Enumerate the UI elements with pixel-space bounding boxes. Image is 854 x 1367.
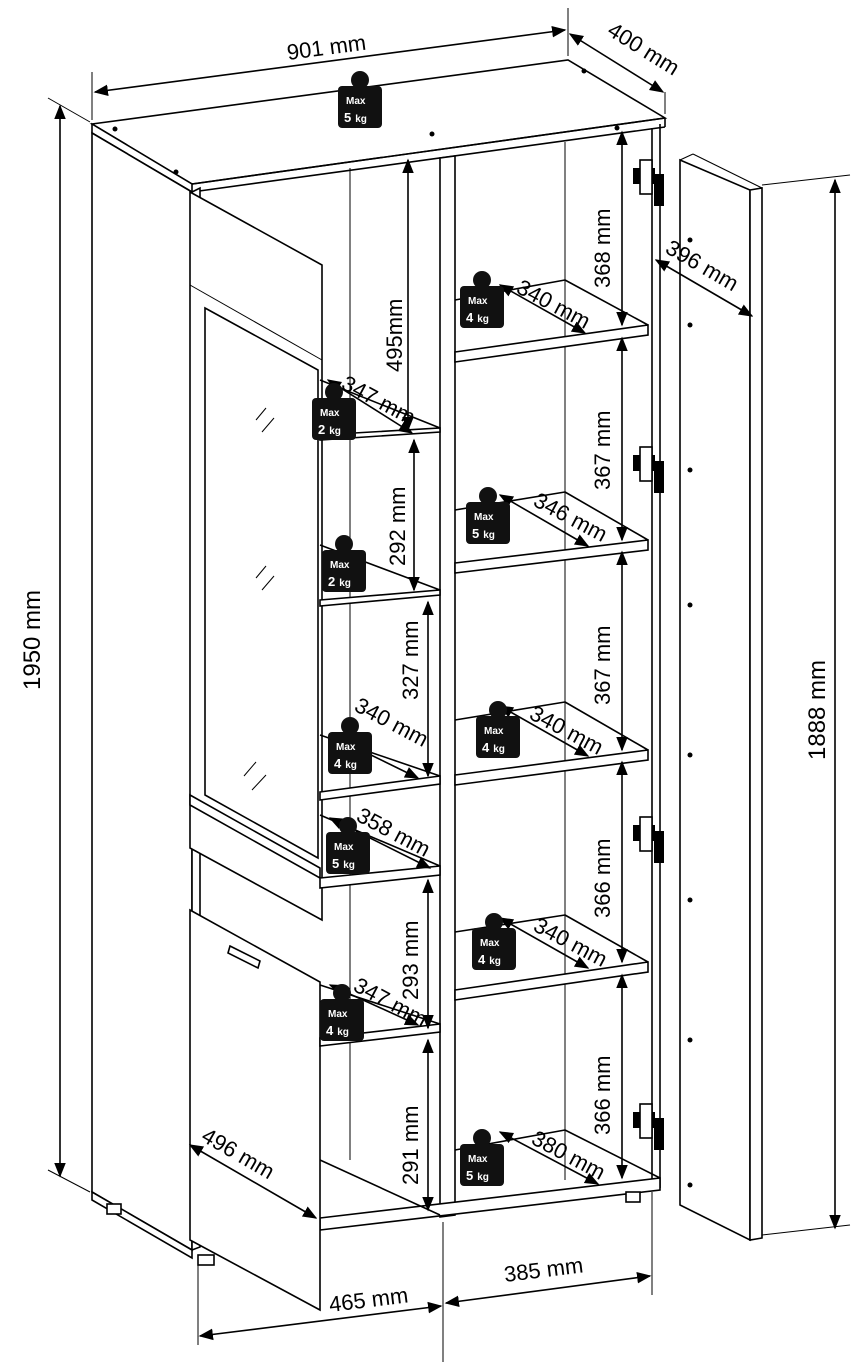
svg-text:Max: Max — [320, 408, 340, 419]
width-total-label: 901 mm — [285, 30, 367, 65]
right-h5-label: 366 mm — [590, 1056, 615, 1135]
door-height-label: 1888 mm — [804, 660, 831, 760]
drawer-front — [189, 908, 321, 1312]
svg-text:4kg: 4kg — [334, 756, 357, 771]
svg-text:Max: Max — [336, 742, 356, 753]
central-divider — [439, 155, 456, 1218]
dimension-lines — [47, 8, 851, 1362]
hinge-icon — [633, 1103, 664, 1150]
right-door-edge — [749, 187, 763, 1241]
right-h1-label: 368 mm — [590, 209, 615, 288]
svg-text:5kg: 5kg — [332, 856, 355, 871]
hinge-icon — [633, 816, 664, 863]
svg-text:Max: Max — [484, 726, 504, 737]
shelf-depth-right-2: 346 mm — [530, 487, 612, 546]
cabinet-body — [89, 59, 763, 1312]
foot-left — [106, 1203, 122, 1215]
svg-text:4kg: 4kg — [482, 740, 505, 755]
svg-text:5kg: 5kg — [344, 110, 367, 125]
svg-text:4kg: 4kg — [478, 952, 501, 967]
left-top-height-label: 495mm — [382, 299, 407, 372]
left-shelves — [319, 379, 441, 1216]
right-h3-label: 367 mm — [590, 626, 615, 705]
svg-text:Max: Max — [468, 296, 488, 307]
svg-text:5kg: 5kg — [466, 1168, 489, 1183]
hinge-icon — [633, 159, 664, 206]
drawer-handle — [227, 944, 261, 970]
glass-reflection-icon — [243, 407, 275, 791]
svg-text:5kg: 5kg — [472, 526, 495, 541]
door-holes — [687, 237, 693, 1188]
right-h4-label: 366 mm — [590, 839, 615, 918]
svg-text:Max: Max — [474, 512, 494, 523]
left-h3-label: 327 mm — [398, 621, 423, 700]
shelf-depth-right-3: 340 mm — [526, 700, 608, 759]
depth-total-label: 400 mm — [603, 17, 684, 80]
right-h2-label: 367 mm — [590, 411, 615, 490]
glass-pane — [204, 306, 319, 860]
svg-text:2kg: 2kg — [328, 574, 351, 589]
hinge-icon — [633, 446, 664, 493]
svg-text:4kg: 4kg — [326, 1023, 349, 1038]
left-h2-label: 292 mm — [385, 487, 410, 566]
foot-front — [197, 1254, 215, 1266]
left-h5-label: 291 mm — [398, 1106, 423, 1185]
svg-text:4kg: 4kg — [466, 310, 489, 325]
svg-text:2kg: 2kg — [318, 422, 341, 437]
right-width-label: 385 mm — [503, 1252, 585, 1287]
right-door — [679, 158, 751, 1242]
svg-text:Max: Max — [330, 560, 350, 571]
foot-right — [625, 1191, 641, 1203]
svg-text:Max: Max — [480, 938, 500, 949]
svg-text:Max: Max — [334, 842, 354, 853]
left-h4-label: 293 mm — [398, 921, 423, 1000]
height-total-label: 1950 mm — [19, 590, 46, 690]
left-side-panel — [91, 131, 193, 1252]
svg-text:Max: Max — [468, 1154, 488, 1165]
shelf-depth-right-1: 340 mm — [513, 274, 595, 333]
svg-text:Max: Max — [328, 1009, 348, 1020]
svg-text:Max: Max — [346, 96, 366, 107]
